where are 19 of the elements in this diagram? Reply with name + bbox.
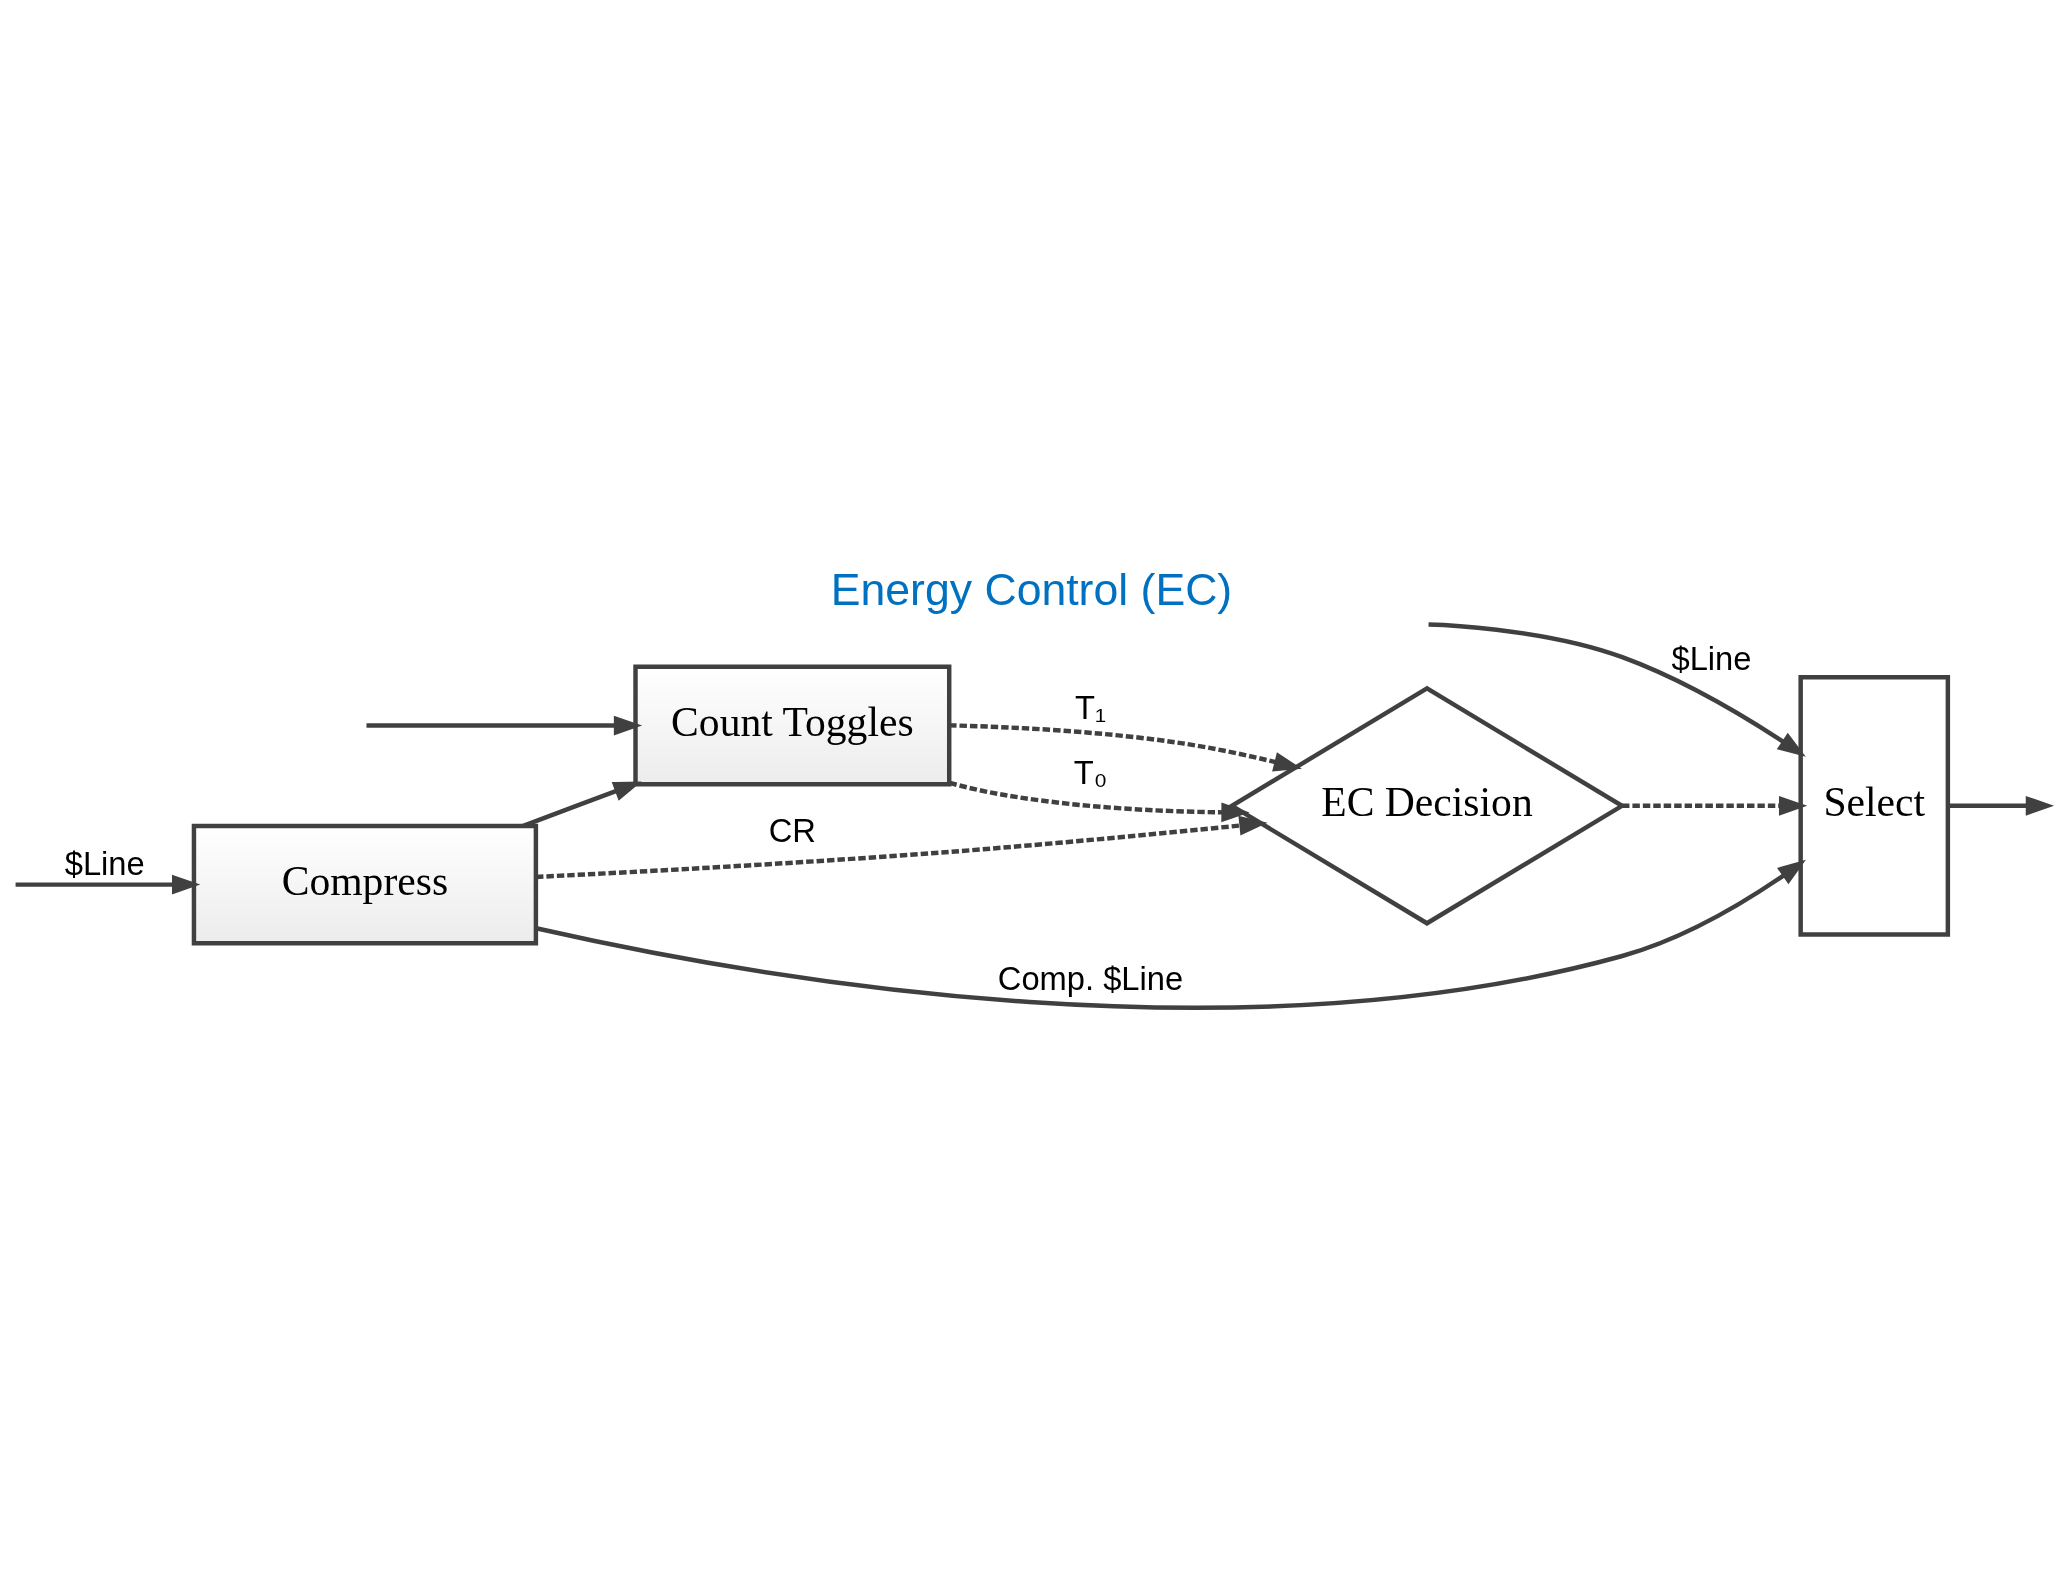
edge-label: T₀: [1073, 753, 1108, 791]
arrow: [1948, 795, 2055, 816]
arrow: [949, 722, 1302, 771]
arrow: [1622, 795, 1808, 816]
edge-label: $Line: [64, 844, 145, 882]
edge-label: $Line: [1671, 639, 1752, 677]
edge-label: Comp. $Line: [997, 959, 1184, 997]
arrow: [948, 780, 1250, 822]
node-box: Select: [1798, 674, 1951, 937]
arrow: [366, 715, 643, 735]
node-box: Compress: [191, 823, 539, 946]
arrow: [536, 815, 1268, 879]
edge-label: CR: [768, 811, 816, 849]
arrow: [1428, 621, 1806, 757]
diagram-title: Energy Control (EC): [830, 564, 1233, 614]
node-box: Count Toggles: [633, 664, 952, 786]
arrow: [535, 859, 1806, 1010]
edge-label: T₁: [1074, 688, 1106, 726]
arrow: [15, 874, 201, 895]
